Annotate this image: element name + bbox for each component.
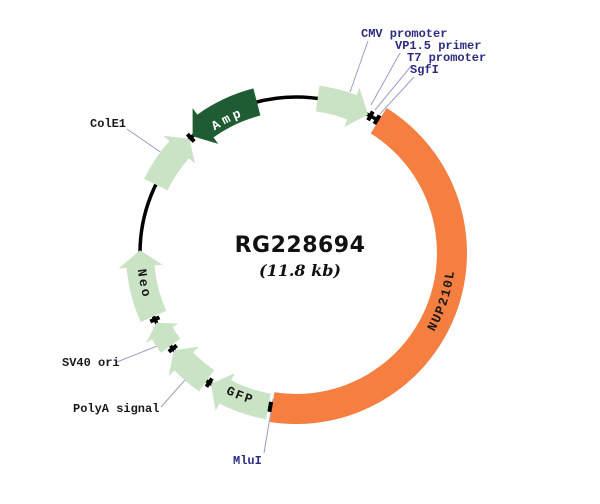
- feature-cole1-arrow: [144, 135, 195, 191]
- plasmid-center-label: RG228694 (11.8 kb): [200, 233, 400, 280]
- feature-cmv-promoter-arrow: [315, 85, 368, 127]
- junction-tick: [185, 132, 196, 143]
- label-mlui-site: MluI: [233, 454, 262, 468]
- label-sv40-ori: SV40 ori: [62, 356, 120, 370]
- plasmid-size: (11.8 kb): [259, 261, 341, 280]
- feature-neo-arrow: [118, 250, 167, 323]
- label-t7-promoter: T7 promoter: [407, 51, 487, 65]
- junction-tick: [167, 343, 178, 354]
- feature-text-neo-arrow: Neo: [134, 268, 155, 301]
- junction-tick: [267, 401, 274, 413]
- feature-sv40-ori-arrow: [146, 322, 181, 353]
- leader-line-sgfi-site: [379, 76, 415, 115]
- label-cole1: ColE1: [90, 117, 127, 131]
- label-vp15-primer: VP1.5 primer: [395, 39, 482, 53]
- label-polya-signal: PolyA signal: [73, 402, 160, 416]
- junction-tick: [149, 315, 161, 324]
- junction-tick: [366, 110, 375, 122]
- feature-nup210l-band: [269, 108, 467, 425]
- leader-line-cmv-promoter: [349, 40, 369, 93]
- leader-line-vp15-primer: [370, 52, 401, 106]
- feature-gfp-arrow: [211, 373, 271, 420]
- feature-amp-arrow: [192, 88, 261, 144]
- label-sgfi-site: SgfI: [410, 63, 439, 77]
- feature-polya-arrow: [168, 346, 214, 392]
- plasmid-title: RG228694: [234, 233, 366, 258]
- junction-tick: [204, 377, 214, 388]
- label-cmv-promoter: CMV promoter: [361, 27, 448, 41]
- leader-line-t7-promoter: [374, 64, 413, 111]
- junction-tick: [372, 114, 382, 126]
